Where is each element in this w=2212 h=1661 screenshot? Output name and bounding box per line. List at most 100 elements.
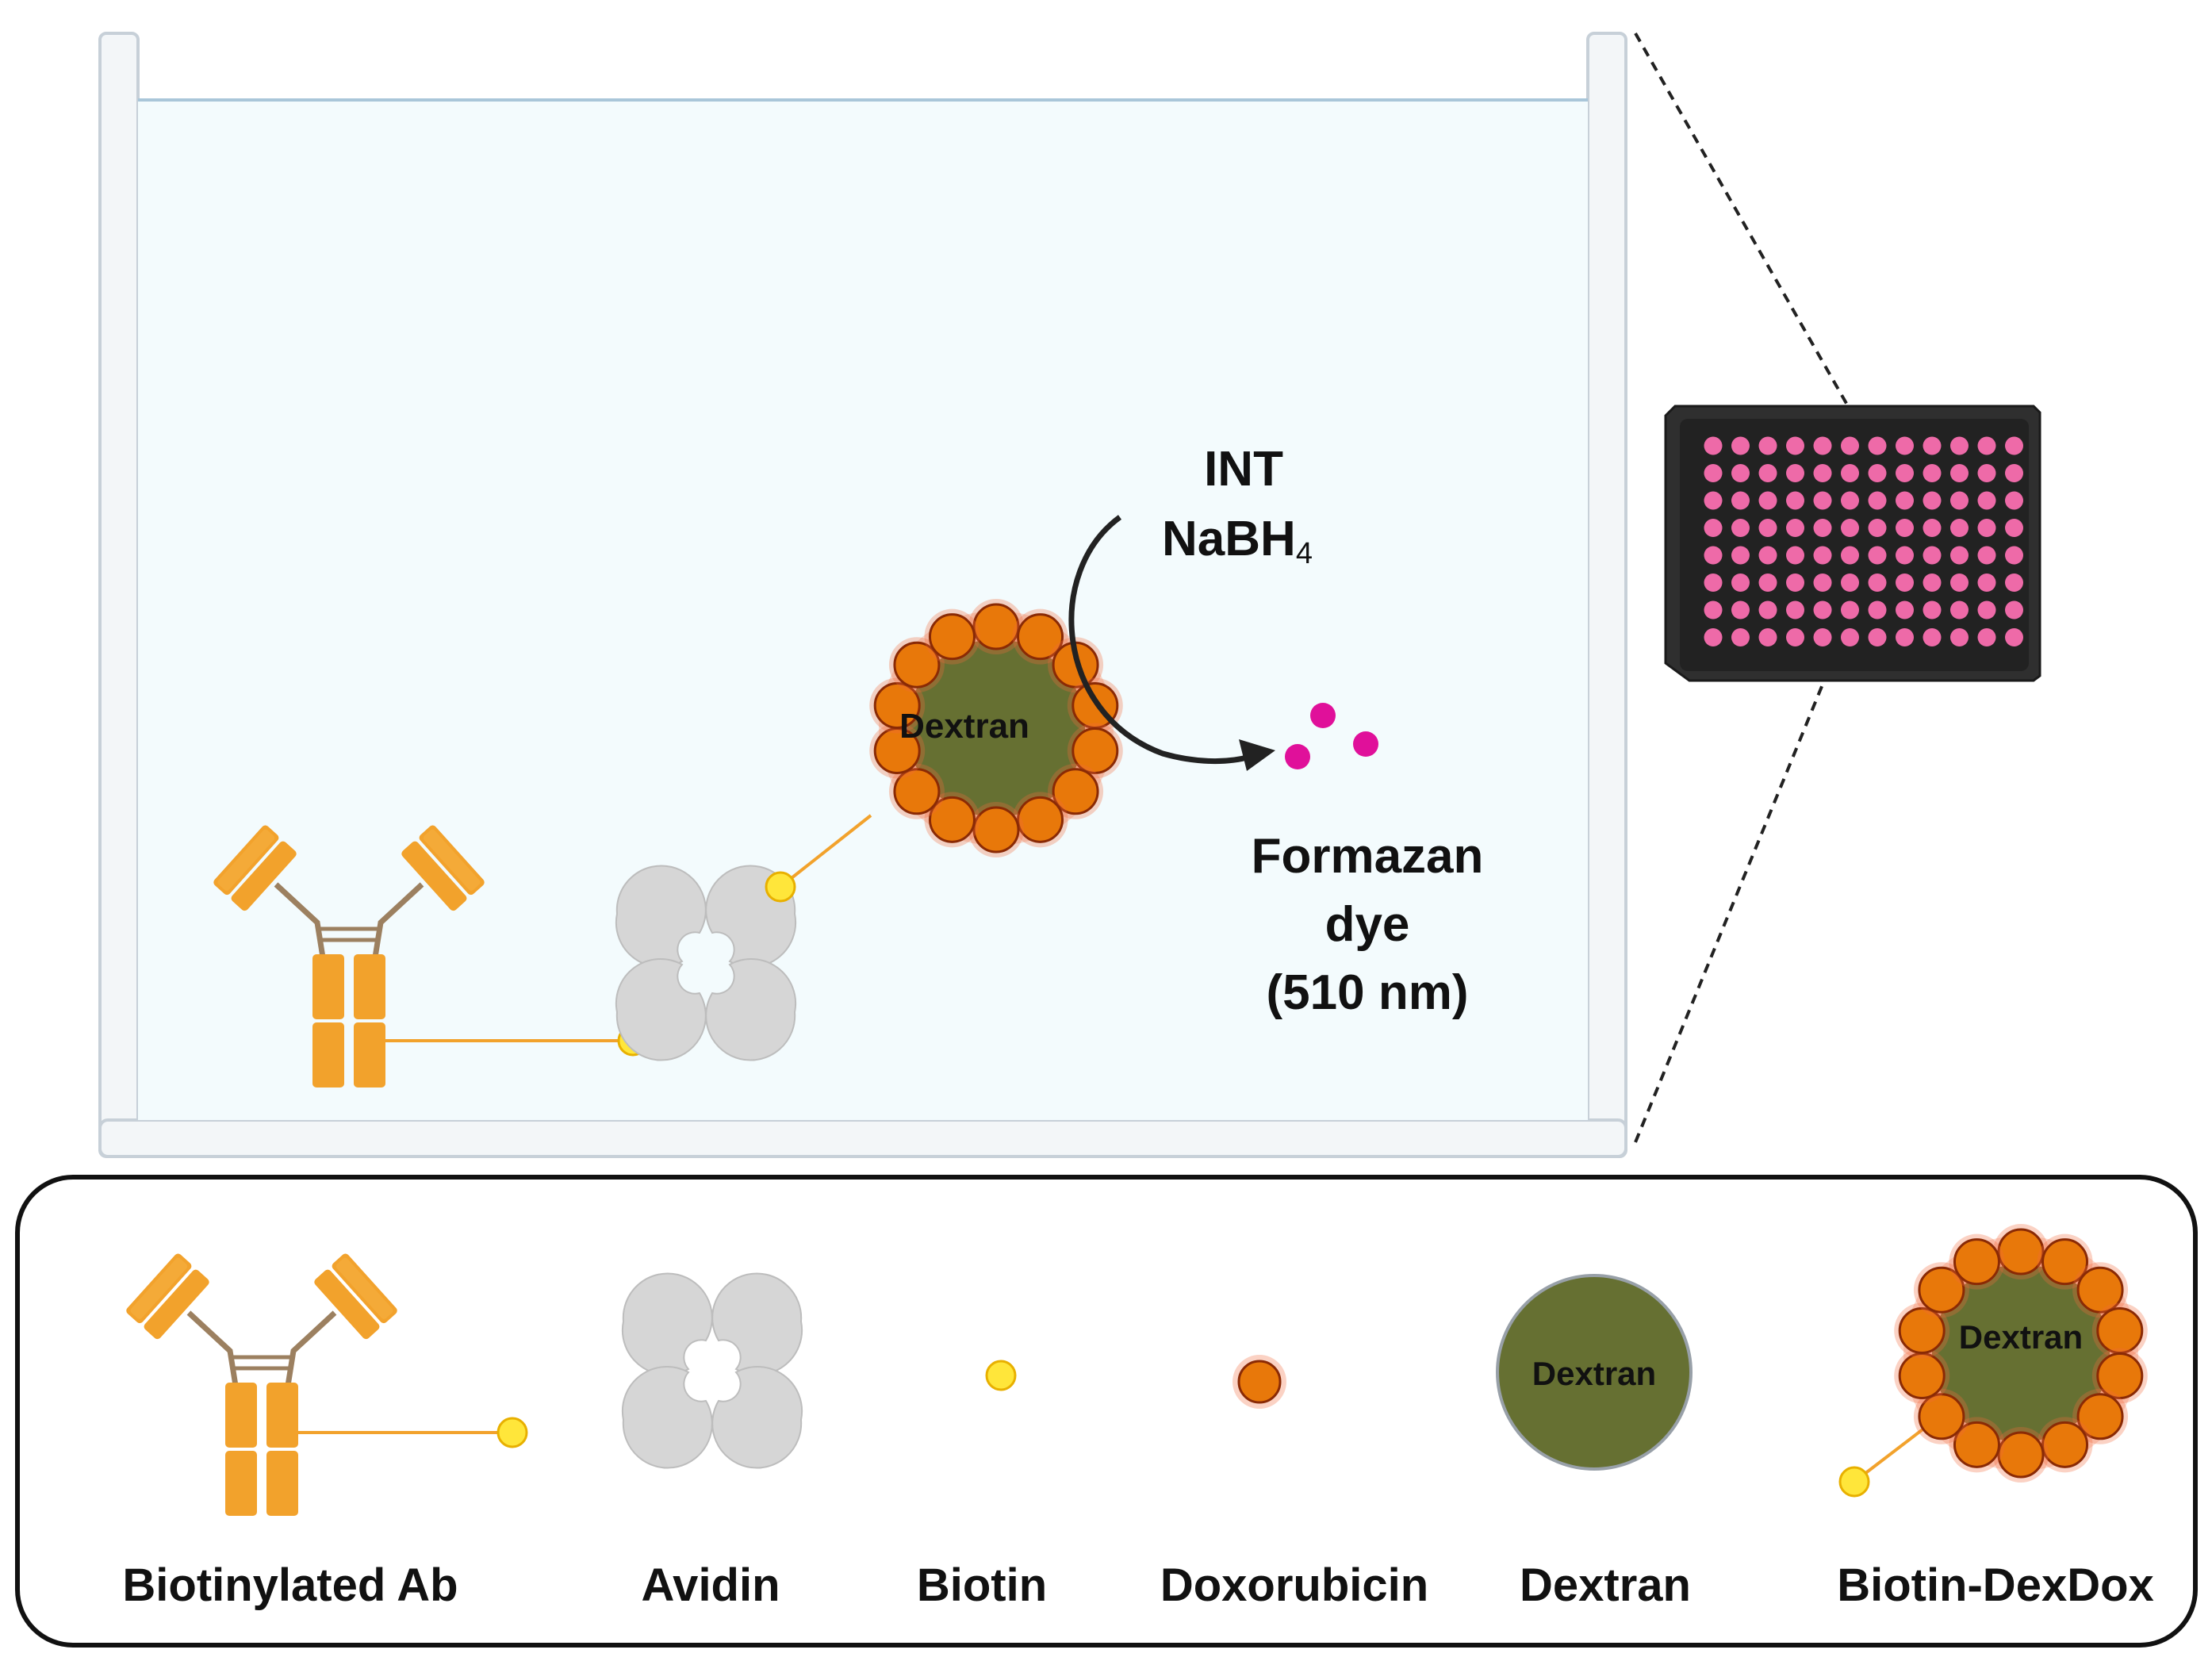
plate-well [1977,491,1996,510]
plate-well [1896,519,1914,537]
doxorubicin-icon [1052,768,1099,815]
plate-well [1704,436,1723,455]
plate-well [1786,573,1804,592]
plate-well [1704,491,1723,510]
well-icon [98,32,1627,1158]
plate-well [1896,600,1914,620]
plate-well [1950,573,1969,592]
plate-well [1731,628,1750,646]
plate-well [1977,628,1996,646]
plate-well [1868,464,1887,482]
plate-well [1896,464,1914,482]
plate-well [2005,436,2023,455]
doxorubicin-icon [873,682,921,730]
plate-well [2005,546,2023,565]
dexdox-biotin-linker [779,814,872,888]
plate-well [1786,491,1804,510]
plate-well [1704,464,1723,482]
plate-well [1896,436,1914,455]
plate-well [1868,546,1887,565]
plate-well [1977,519,1996,537]
plate-well [1731,546,1750,565]
plate-well [1731,436,1750,455]
plate-well [1758,600,1777,620]
plate-well [1868,436,1887,455]
legend-label-doxorubicin: Doxorubicin [1160,1559,1428,1611]
plate-well [1758,436,1777,455]
plate-well [1923,464,1942,482]
main-dextran-label: Dextran [899,707,1029,746]
legend-label-dextran: Dextran [1520,1559,1691,1611]
plate-well [1786,600,1804,620]
doxorubicin-icon [1918,1393,1965,1440]
doxorubicin-icon [1237,1360,1282,1404]
plate-well [1786,519,1804,537]
product-line-1: Formazan [1252,829,1484,884]
dextran-icon [1496,1274,1693,1471]
plate-well [1813,491,1832,510]
plate-well [1950,519,1969,537]
plate-well [1977,464,1996,482]
plate-well [1868,491,1887,510]
legend-label-biotinylated-ab: Biotinylated Ab [122,1559,458,1611]
plate-well [1786,546,1804,565]
zoom-line-top [1634,33,1850,407]
plate-well [1813,600,1832,620]
doxorubicin-icon [1898,1352,1946,1399]
plate-well [1813,519,1832,537]
plate-well [1841,436,1859,455]
plate-well [1758,464,1777,482]
plate-well [1758,573,1777,592]
doxorubicin-icon [2076,1393,2124,1440]
plate-well [1950,546,1969,565]
legend-dexdox-inner-label: Dextran [1959,1318,2083,1356]
doxorubicin-icon [928,796,976,843]
plate-well [1977,546,1996,565]
plate-well [1813,436,1832,455]
plate-well [1868,573,1887,592]
plate-well [1841,519,1859,537]
biotin-icon [985,1360,1017,1391]
legend: Dextran Dextran Biotinylated Ab Avidin B… [15,1175,2198,1648]
plate-well [1731,464,1750,482]
plate-well [1758,628,1777,646]
plate-well [1758,491,1777,510]
dexdox-main: Dextran [869,599,1123,857]
biotin-icon [496,1417,528,1448]
plate-well [1950,464,1969,482]
doxorubicin-icon [893,768,941,815]
plate-well [1841,491,1859,510]
plate-well [1786,464,1804,482]
product-line-2: dye [1325,897,1410,952]
plate-well [1731,519,1750,537]
legend-label-avidin: Avidin [641,1559,780,1611]
reagent-int: INT [1204,442,1283,497]
plate-well [1731,491,1750,510]
doxorubicin-icon [1997,1431,2045,1479]
plate-well [1923,628,1942,646]
plate-well [1731,573,1750,592]
doxorubicin-icon [928,613,976,661]
plate-well [2005,464,2023,482]
plate-well [1896,628,1914,646]
well-liquid [138,100,1588,1120]
reagent-nabh4: NaBH4 [1162,512,1313,570]
microplate-icon [1664,405,2041,682]
doxorubicin-icon [1017,796,1064,843]
reaction-arrow-icon [1068,515,1275,771]
legend-label-biotin-dexdox: Biotin-DexDox [1837,1559,2154,1611]
plate-well [2005,600,2023,620]
plate-well [1841,546,1859,565]
plate-well [1923,491,1942,510]
doxorubicin-icon [972,806,1020,854]
plate-well [2005,628,2023,646]
plate-well [1950,600,1969,620]
dextran-icon [1932,1264,2110,1442]
plate-well [1813,464,1832,482]
plate-well [1731,600,1750,620]
legend-dextran-inner-label: Dextran [1532,1355,1656,1392]
plate-well [1786,436,1804,455]
plate-well [1868,600,1887,620]
biotin-icon [765,871,796,903]
